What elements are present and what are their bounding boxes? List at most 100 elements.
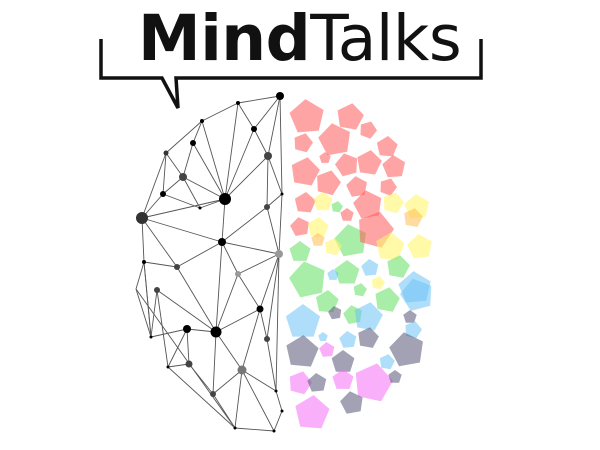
network-edge xyxy=(141,152,167,219)
network-edge xyxy=(176,266,217,333)
network-node xyxy=(256,305,264,313)
network-edge xyxy=(237,102,255,130)
network-edge xyxy=(224,102,239,200)
green-pentagon xyxy=(289,241,311,261)
yellow-pentagon xyxy=(313,192,333,211)
red-pentagon xyxy=(317,170,341,196)
network-edge xyxy=(143,261,152,338)
network-edge xyxy=(266,338,277,392)
blue-pentagon xyxy=(327,269,339,280)
speech-bubble-outline xyxy=(99,39,483,109)
red-pentagon xyxy=(380,178,397,196)
yellow-pentagon xyxy=(325,238,342,256)
network-edge xyxy=(237,95,281,104)
gray-pentagon xyxy=(388,370,402,383)
network-edge xyxy=(215,241,223,333)
network-edge xyxy=(141,217,223,243)
network-edge xyxy=(259,308,268,340)
blue-pentagon xyxy=(379,354,395,370)
network-edge xyxy=(275,390,283,412)
red-pentagon xyxy=(376,136,398,157)
network-edge xyxy=(176,241,223,268)
network-edge xyxy=(241,369,277,392)
red-pentagon xyxy=(357,150,382,175)
network-edge xyxy=(192,120,203,144)
network-edge xyxy=(141,217,145,263)
network-node xyxy=(235,271,241,277)
gray-pentagon xyxy=(358,327,379,348)
network-edge xyxy=(141,217,178,268)
network-node xyxy=(274,389,278,393)
network-node xyxy=(185,360,193,368)
network-edge xyxy=(221,198,226,243)
network-node xyxy=(280,192,284,196)
pink-pentagon xyxy=(289,371,312,395)
red-pentagon xyxy=(294,192,316,213)
network-edge xyxy=(275,253,280,392)
network-edge xyxy=(156,289,169,368)
network-edge xyxy=(215,273,239,333)
network-node xyxy=(236,101,240,105)
gray-pentagon xyxy=(389,332,423,367)
network-node xyxy=(233,426,237,430)
network-edge xyxy=(162,176,184,195)
orange-pentagon xyxy=(311,233,325,246)
network-node xyxy=(149,335,153,339)
network-node xyxy=(219,193,231,205)
network-node xyxy=(264,336,270,342)
network-edge xyxy=(241,308,261,371)
network-edge xyxy=(135,288,236,429)
network-node xyxy=(275,250,283,258)
red-pentagon xyxy=(382,155,405,178)
network-edge xyxy=(253,95,281,130)
network-edge xyxy=(224,128,255,200)
red-pentagon xyxy=(294,133,313,153)
gray-pentagon xyxy=(331,350,355,372)
red-pentagon xyxy=(318,123,350,156)
network-edge xyxy=(279,95,283,195)
yellow-pentagon xyxy=(407,234,432,259)
gray-pentagon xyxy=(328,306,342,320)
logo-title-bold: Mind xyxy=(138,2,311,75)
red-pentagon xyxy=(291,157,320,186)
red-pentagon xyxy=(289,99,324,133)
blue-pentagon xyxy=(318,332,328,341)
gray-pentagon xyxy=(340,391,363,414)
network-edge xyxy=(182,176,201,209)
orange-pentagon xyxy=(404,208,423,227)
network-node xyxy=(237,365,247,375)
network-edge xyxy=(237,273,261,310)
blue-pentagon xyxy=(285,304,321,337)
network-edge xyxy=(192,142,226,200)
network-edge xyxy=(215,331,243,371)
network-edge xyxy=(165,152,184,178)
blue-pentagon xyxy=(339,331,357,348)
network-edge xyxy=(165,120,203,154)
network-node xyxy=(160,191,166,197)
blue-pentagon xyxy=(354,302,383,331)
red-pentagon xyxy=(290,217,309,236)
network-node xyxy=(154,287,160,293)
green-pentagon xyxy=(353,283,367,297)
network-edge xyxy=(212,331,217,395)
network-node xyxy=(190,140,196,146)
network-edge xyxy=(186,328,190,365)
colored-pentagons-right-hemisphere xyxy=(285,99,432,429)
network-edge xyxy=(273,410,283,432)
network-edges-left-hemisphere xyxy=(135,95,283,432)
network-edge xyxy=(150,328,188,338)
network-node xyxy=(166,365,170,369)
pink-pentagon xyxy=(319,342,335,357)
network-node xyxy=(276,92,284,100)
gray-pentagon xyxy=(403,310,417,323)
blue-pentagon xyxy=(361,259,379,276)
red-pentagon xyxy=(346,176,367,197)
network-node xyxy=(136,212,148,224)
network-edge xyxy=(221,241,239,275)
blue-pentagon xyxy=(405,321,422,339)
network-edge xyxy=(266,193,283,208)
yellow-pentagon xyxy=(372,276,385,290)
network-edge xyxy=(201,120,226,200)
network-node xyxy=(183,325,191,333)
